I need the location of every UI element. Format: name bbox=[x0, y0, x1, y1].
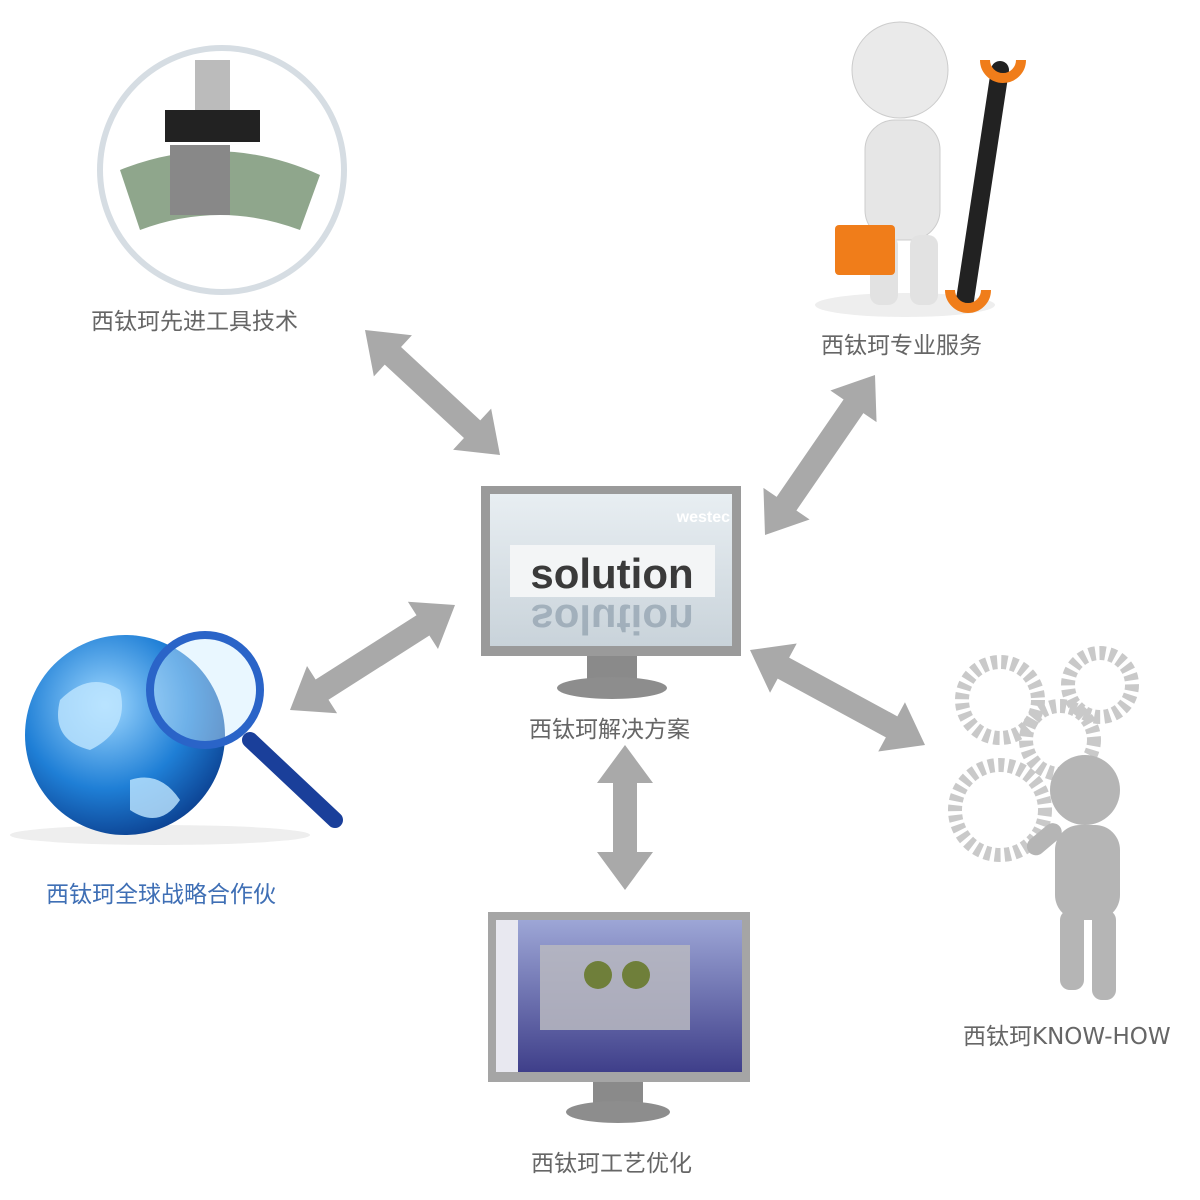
label-partners: 西钛珂全球战略合作伙 bbox=[46, 882, 276, 908]
process-monitor bbox=[488, 912, 750, 1123]
tooling-image bbox=[97, 45, 347, 295]
connection-arrows bbox=[290, 330, 925, 890]
arrow-tools bbox=[365, 330, 500, 455]
service-figure-image bbox=[815, 21, 1026, 317]
screen-logo: westec bbox=[676, 509, 730, 526]
knowhow-figure-image bbox=[1026, 755, 1120, 1000]
knowhow-gears-image bbox=[948, 646, 1139, 862]
label-service: 西钛珂专业服务 bbox=[821, 333, 982, 359]
solution-monitor: solution solution westec bbox=[481, 486, 741, 699]
arrow-service bbox=[763, 375, 877, 535]
label-knowhow: 西钛珂KNOW-HOW bbox=[963, 1024, 1171, 1050]
globe-magnifier-image bbox=[10, 631, 343, 845]
label-process: 西钛珂工艺优化 bbox=[531, 1151, 692, 1177]
label-solution: 西钛珂解决方案 bbox=[529, 717, 690, 743]
arrow-partners bbox=[290, 601, 455, 714]
label-tools: 西钛珂先进工具技术 bbox=[91, 309, 298, 335]
arrow-knowhow bbox=[750, 643, 925, 752]
arrow-process bbox=[597, 745, 653, 890]
screen-word: solution bbox=[530, 550, 693, 597]
screen-word-reflection: solution bbox=[530, 596, 693, 643]
